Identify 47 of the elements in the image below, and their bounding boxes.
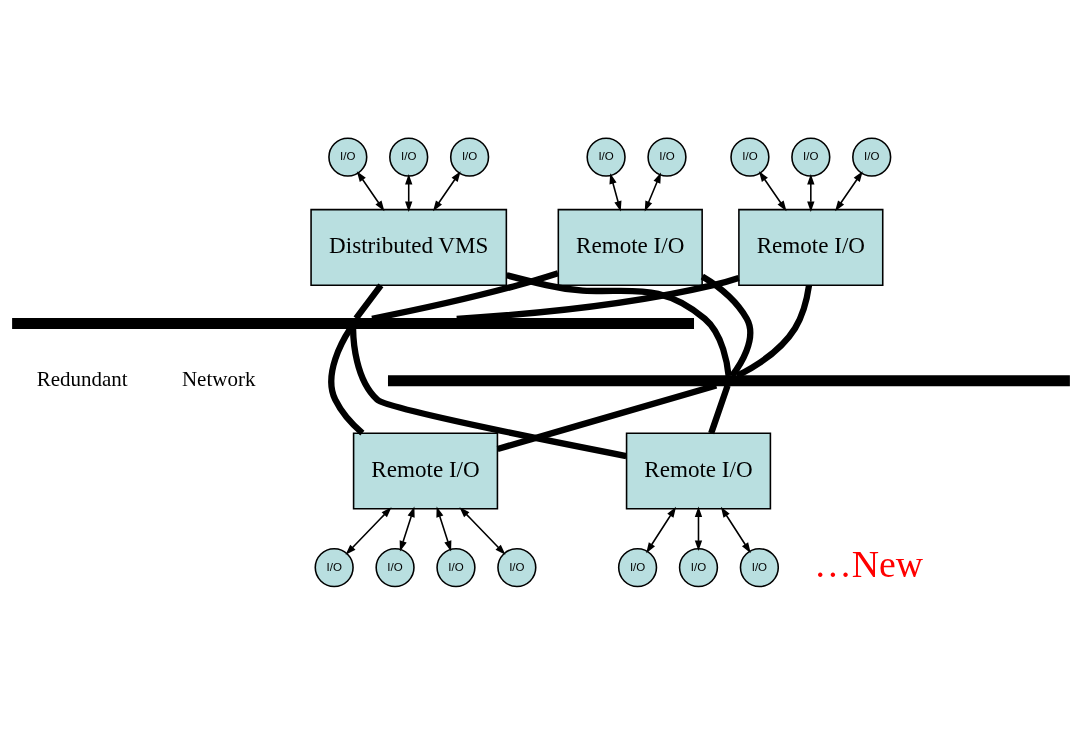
- label: Network: [181, 366, 256, 391]
- arrow: [345, 506, 392, 555]
- connector: [700, 273, 754, 378]
- arrow: [399, 506, 415, 551]
- arrow: [807, 173, 815, 212]
- label: …New: [814, 542, 924, 585]
- connector: [708, 384, 731, 434]
- node-circle: I/O: [375, 547, 415, 587]
- arrow: [459, 506, 506, 555]
- node-circle: I/O: [678, 547, 719, 587]
- node-circle: I/O: [739, 547, 780, 587]
- node-box: Remote I/O: [625, 431, 772, 510]
- node-circle: I/O: [647, 136, 687, 177]
- node-circle: I/O: [497, 547, 537, 587]
- connector: [349, 327, 627, 459]
- node-circle: I/O: [449, 136, 490, 177]
- node-bar: [12, 317, 694, 329]
- arrow: [758, 170, 787, 211]
- arrow: [405, 173, 413, 212]
- node-circle: I/O: [852, 136, 892, 177]
- arrow: [720, 506, 751, 553]
- arrow: [835, 170, 863, 211]
- node-circle: I/O: [389, 136, 429, 177]
- node-circle: I/O: [314, 547, 354, 587]
- node-circle: I/O: [436, 547, 476, 587]
- arrow: [694, 506, 703, 551]
- node-box: Distributed VMS: [310, 208, 508, 286]
- connector: [328, 326, 365, 435]
- node-circle: I/O: [730, 136, 770, 177]
- node-circle: I/O: [617, 547, 658, 587]
- label: Redundant: [36, 366, 128, 391]
- arrow: [609, 172, 622, 212]
- connector: [353, 283, 384, 320]
- arrow: [433, 170, 461, 211]
- arrow: [646, 506, 677, 553]
- node-box: Remote I/O: [352, 431, 499, 510]
- connector: [505, 271, 732, 376]
- arrow: [436, 506, 452, 551]
- arrow: [356, 170, 385, 211]
- node-circle: I/O: [586, 136, 626, 177]
- connector: [735, 284, 813, 379]
- node-circle: I/O: [328, 136, 368, 177]
- node-bar: [388, 374, 1070, 386]
- node-box: Remote I/O: [557, 208, 703, 286]
- node-box: Remote I/O: [738, 208, 884, 286]
- node-circle: I/O: [791, 136, 831, 177]
- arrow: [644, 172, 661, 212]
